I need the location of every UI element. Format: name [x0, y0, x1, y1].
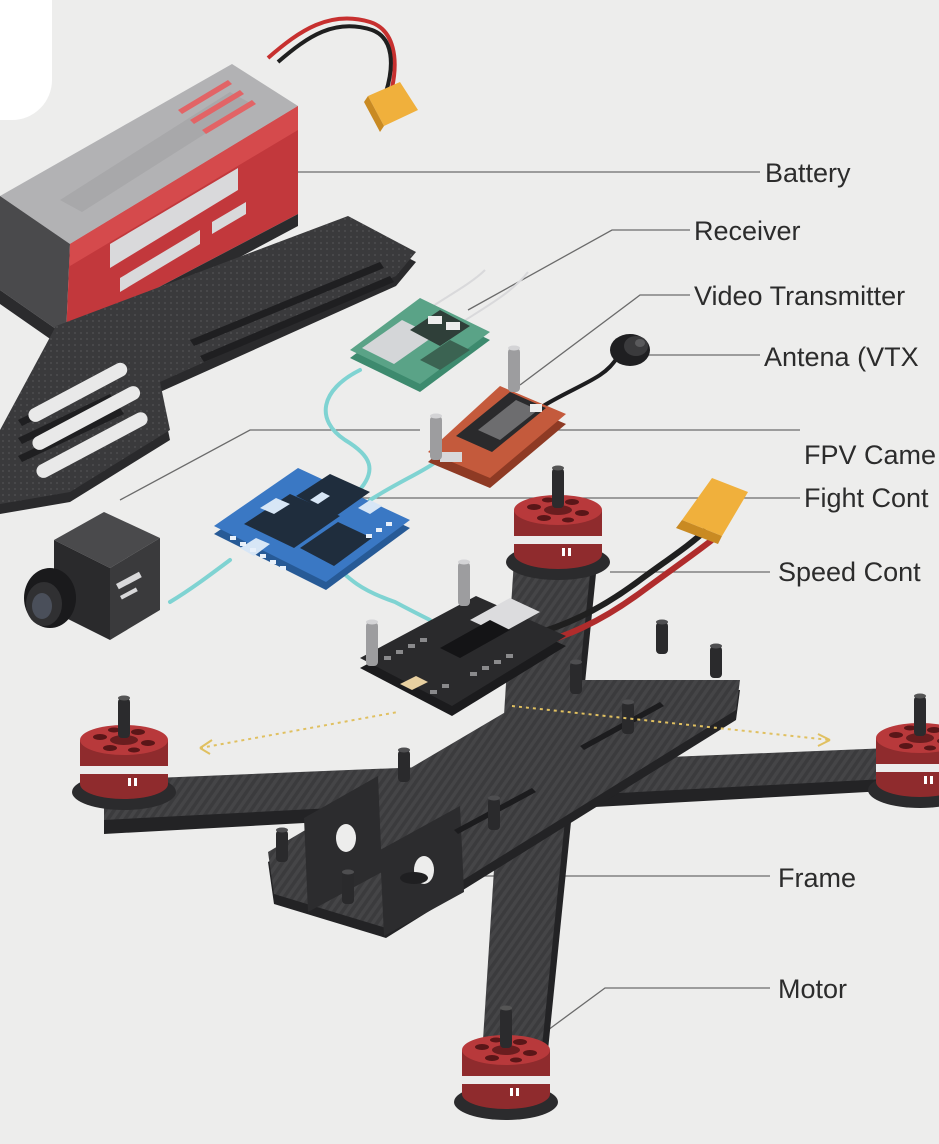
- esc-connector: [676, 478, 748, 544]
- top-plate: [0, 216, 416, 514]
- receiver: [350, 269, 529, 392]
- label-speed-controller: Speed Cont: [778, 557, 921, 587]
- label-receiver: Receiver: [694, 216, 801, 246]
- frame: [104, 554, 904, 1090]
- battery: [0, 16, 418, 350]
- motor-left: [72, 695, 176, 810]
- flight-controller: [214, 468, 410, 590]
- label-video-transmitter: Video Transmitter: [694, 281, 905, 311]
- label-motor: Motor: [778, 974, 847, 1004]
- corner-card: [0, 0, 52, 120]
- battery-connector: [364, 82, 418, 132]
- label-frame: Frame: [778, 863, 856, 893]
- motor-top: [506, 465, 610, 580]
- signal-wires: [168, 368, 452, 622]
- video-transmitter: [428, 334, 650, 488]
- speed-controller: [360, 478, 748, 716]
- vtx-antenna: [610, 334, 650, 366]
- fpv-camera: [24, 512, 160, 640]
- label-antenna: Antena (VTX: [764, 342, 919, 372]
- motor-right: [868, 693, 939, 808]
- label-flight-controller: Fight Cont: [804, 483, 929, 513]
- label-fpv-camera: FPV Came: [804, 440, 936, 470]
- label-battery: Battery: [765, 158, 851, 188]
